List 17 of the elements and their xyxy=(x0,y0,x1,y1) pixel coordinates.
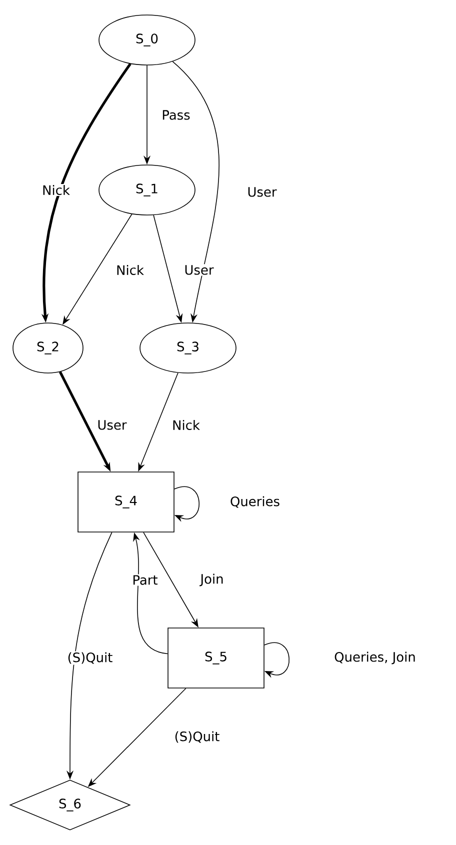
edge-label: User xyxy=(183,264,215,276)
arrow xyxy=(264,642,290,678)
edge-label: Join xyxy=(199,572,225,588)
edge-label: Nick xyxy=(171,419,201,431)
edge-label: Part xyxy=(131,574,159,586)
arrow xyxy=(174,486,200,522)
edge-label: Nick xyxy=(115,264,145,276)
state-box: S_4 xyxy=(78,472,174,532)
edge-label: (S)Quit xyxy=(66,651,114,665)
edge-label: Nick xyxy=(41,184,71,196)
state-box: S_5 xyxy=(168,628,264,688)
edge-label: Queries, Join xyxy=(333,650,417,666)
edge-label: User xyxy=(96,419,128,431)
edge-label: Pass xyxy=(160,109,192,121)
edge-label: (S)Quit xyxy=(173,730,221,744)
edge-label: User xyxy=(246,186,278,198)
edge-label: Queries xyxy=(229,495,281,509)
